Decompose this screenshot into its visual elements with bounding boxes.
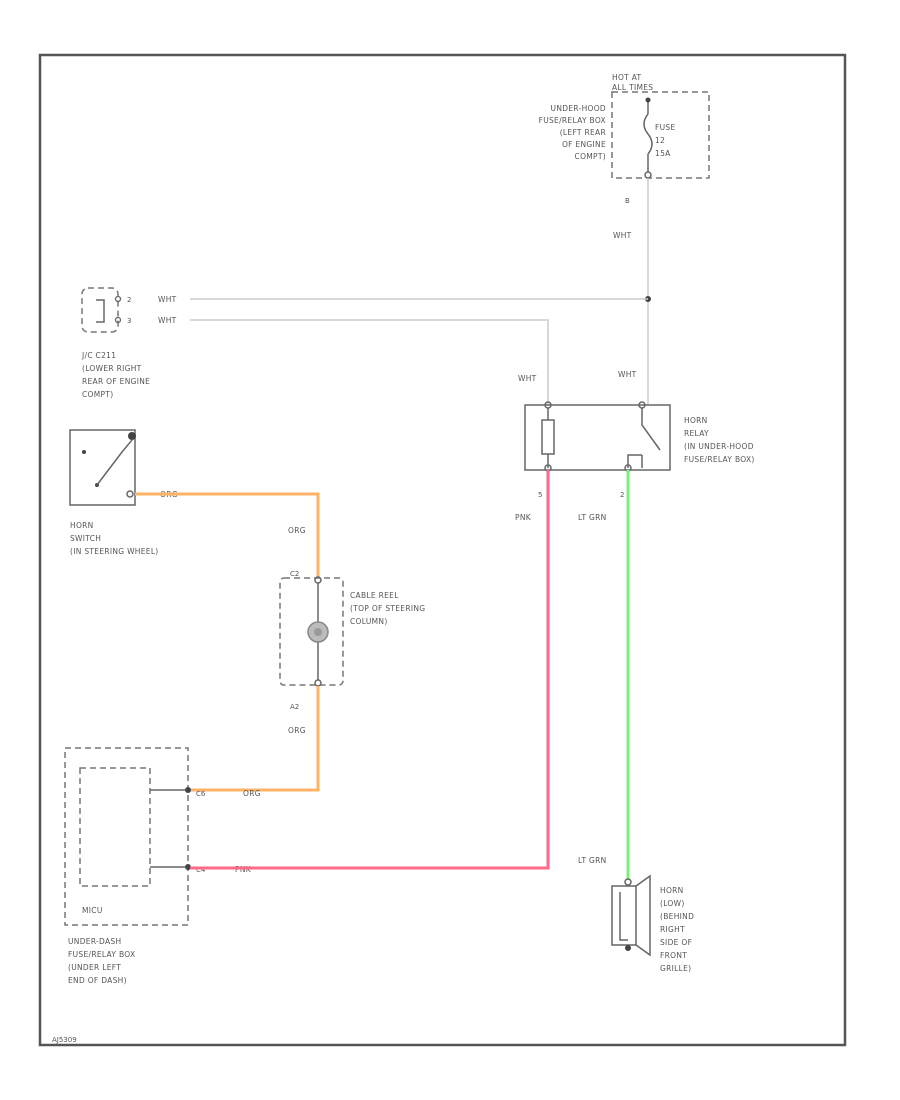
wire-horn-sw-to-reel [135, 492, 320, 578]
diagram-frame [38, 53, 847, 1047]
horn-switch-label-2: SWITCH [70, 534, 101, 543]
fuse-pin: B [625, 197, 630, 205]
relay-label-4: FUSE/RELAY BOX) [684, 455, 755, 464]
horn-label-7: GRILLE) [660, 964, 691, 973]
horn-switch-label-1: HORN [70, 521, 94, 530]
horn-label-3: (BEHIND [660, 912, 694, 921]
relay-pin-left: 5 [538, 491, 542, 499]
reel-pin-top: C2 [290, 570, 299, 578]
jc-label-3: REAR OF ENGINE [82, 377, 150, 386]
horn-label-1: HORN [660, 886, 684, 895]
wire-label-reel-top: ORG [288, 526, 306, 535]
micu-box-label-2: FUSE/RELAY BOX [68, 950, 135, 959]
wire-label-horn-in: LT GRN [578, 856, 607, 865]
wire-label-relay-right: WHT [618, 370, 637, 379]
fuse-rating: 15A [655, 149, 671, 158]
underhood-fuse-box: HOT AT ALL TIMES UNDER-HOOD FUSE/RELAY B… [539, 73, 710, 205]
micu-pin-bottom: C4 [196, 866, 206, 874]
fuse-box-loc-5: COMPT) [575, 152, 606, 161]
horn-relay: 5 2 HORN RELAY (IN UNDER-HOOD FUSE/RELAY… [524, 401, 755, 499]
wire-label-relay-left: WHT [518, 374, 537, 383]
fuse-number: 12 [655, 136, 665, 145]
cable-reel: C2 A2 CABLE REEL (TOP OF STEERING COLUMN… [279, 570, 425, 711]
fuse-symbol [643, 100, 653, 172]
horn-icon [611, 885, 637, 946]
micu-label: MICU [82, 906, 103, 915]
fuse-box-loc-3: (LEFT REAR [560, 128, 606, 137]
horn-label-5: SIDE OF [660, 938, 692, 947]
jc-pin-a: 2 [127, 296, 131, 304]
jc-wire-a: WHT [158, 295, 177, 304]
fuse-label: FUSE [655, 123, 676, 132]
horn-label-2: (LOW) [660, 899, 685, 908]
reel-pin-bottom: A2 [290, 703, 299, 711]
reel-label-1: CABLE REEL [350, 591, 399, 600]
underdash-fuse-box: MICU C6 C4 UNDER-DASH FUSE/RELAY BOX (UN… [64, 747, 206, 985]
footer-code: AJ5309 [52, 1036, 77, 1044]
reel-label-2: (TOP OF STEERING [350, 604, 425, 613]
fuse-box-loc-4: OF ENGINE [562, 140, 606, 149]
jc-label-4: COMPT) [82, 390, 113, 399]
horn-label-6: FRONT [660, 951, 687, 960]
horn-label-4: RIGHT [660, 925, 685, 934]
wire-label-relay-pin3: LT GRN [578, 513, 607, 522]
wire-label-reel-bottom: ORG [288, 726, 306, 735]
micu-box-label-1: UNDER-DASH [68, 937, 121, 946]
relay-pin-right: 2 [620, 491, 624, 499]
fuse-box-loc-1: UNDER-HOOD [551, 104, 606, 113]
jc-label-2: (LOWER RIGHT [82, 364, 142, 373]
horn-low: HORN (LOW) (BEHIND RIGHT SIDE OF FRONT G… [611, 874, 694, 973]
hot-label-1: HOT AT [612, 73, 642, 82]
hot-label-2: ALL TIMES [612, 83, 653, 92]
jc-wire-b: WHT [158, 316, 177, 325]
horn-switch-label-3: (IN STEERING WHEEL) [70, 547, 159, 556]
jc-c211: 2 3 WHT WHT J/C C211 (LOWER RIGHT REAR O… [81, 287, 177, 399]
relay-label-1: HORN [684, 416, 708, 425]
fuse-box-loc-2: FUSE/RELAY BOX [539, 116, 606, 125]
jc-pin-b: 3 [127, 317, 131, 325]
wire-relay-to-micu [190, 470, 550, 870]
relay-label-2: RELAY [684, 429, 709, 438]
horn-switch: HORN SWITCH (IN STEERING WHEEL) [69, 429, 159, 556]
wire-reel-to-micu [188, 686, 320, 792]
relay-label-3: (IN UNDER-HOOD [684, 442, 754, 451]
wire-label-micu-top: ORG [243, 789, 261, 798]
micu-box-label-4: END OF DASH) [68, 976, 127, 985]
wire-jc-b [190, 319, 549, 405]
wire-label-fuse-down: WHT [613, 231, 632, 240]
micu-pin-top: C6 [196, 790, 206, 798]
reel-label-3: COLUMN) [350, 617, 388, 626]
micu-box-label-3: (UNDER LEFT [68, 963, 121, 972]
wire-label-relay-pin5: PNK [515, 513, 532, 522]
jc-label-1: J/C C211 [81, 351, 116, 360]
